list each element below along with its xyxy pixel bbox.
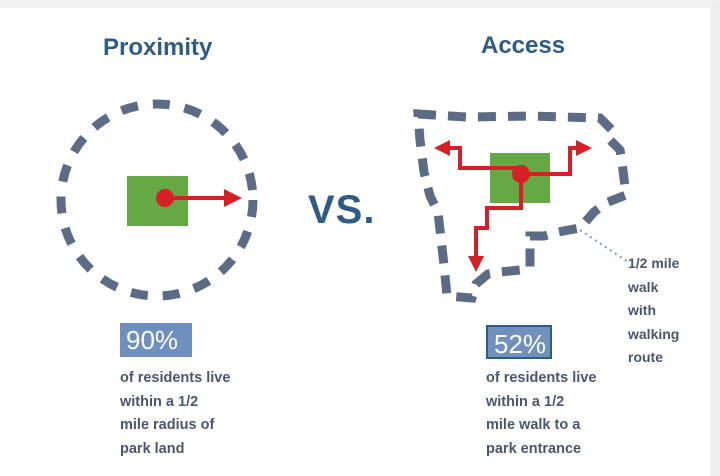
access-title: Access — [481, 32, 566, 59]
walking-route-boundary — [413, 109, 631, 303]
proximity-caption: of residents live within a 1/2 mile radi… — [120, 367, 290, 461]
arrowheads — [434, 140, 592, 272]
proximity-stat: 90% — [120, 323, 192, 357]
access-caption-line-1: of residents live — [486, 370, 597, 386]
callout-line-2: walk — [628, 278, 659, 295]
callout-line-3: with — [628, 302, 656, 318]
access-caption-line-2: within a 1/2 — [486, 393, 565, 410]
proximity-caption-line-3: mile radius of — [120, 417, 215, 433]
proximity-caption-line-4: park land — [120, 440, 185, 457]
callout-leader-line — [579, 229, 629, 263]
vs-label: VS. — [308, 188, 376, 232]
access-stat: 52% — [486, 325, 552, 359]
half-mile-radius-circle — [56, 99, 258, 301]
proximity-caption-line-1: of residents live — [120, 370, 231, 386]
access-caption: of residents live within a 1/2 mile walk… — [486, 367, 656, 461]
proximity-caption-line-2: within a 1/2 — [120, 393, 199, 410]
callout-line-5: route — [628, 349, 663, 365]
callout-line-1: 1/2 mile — [628, 255, 680, 271]
callout-line-4: walking — [628, 325, 680, 342]
walking-route-callout: 1/2 mile walk with walking route — [628, 252, 708, 370]
access-caption-line-3: mile walk to a — [486, 417, 581, 433]
proximity-title: Proximity — [103, 34, 213, 61]
radius-arrow — [156, 189, 242, 207]
access-caption-line-4: park entrance — [486, 440, 582, 457]
